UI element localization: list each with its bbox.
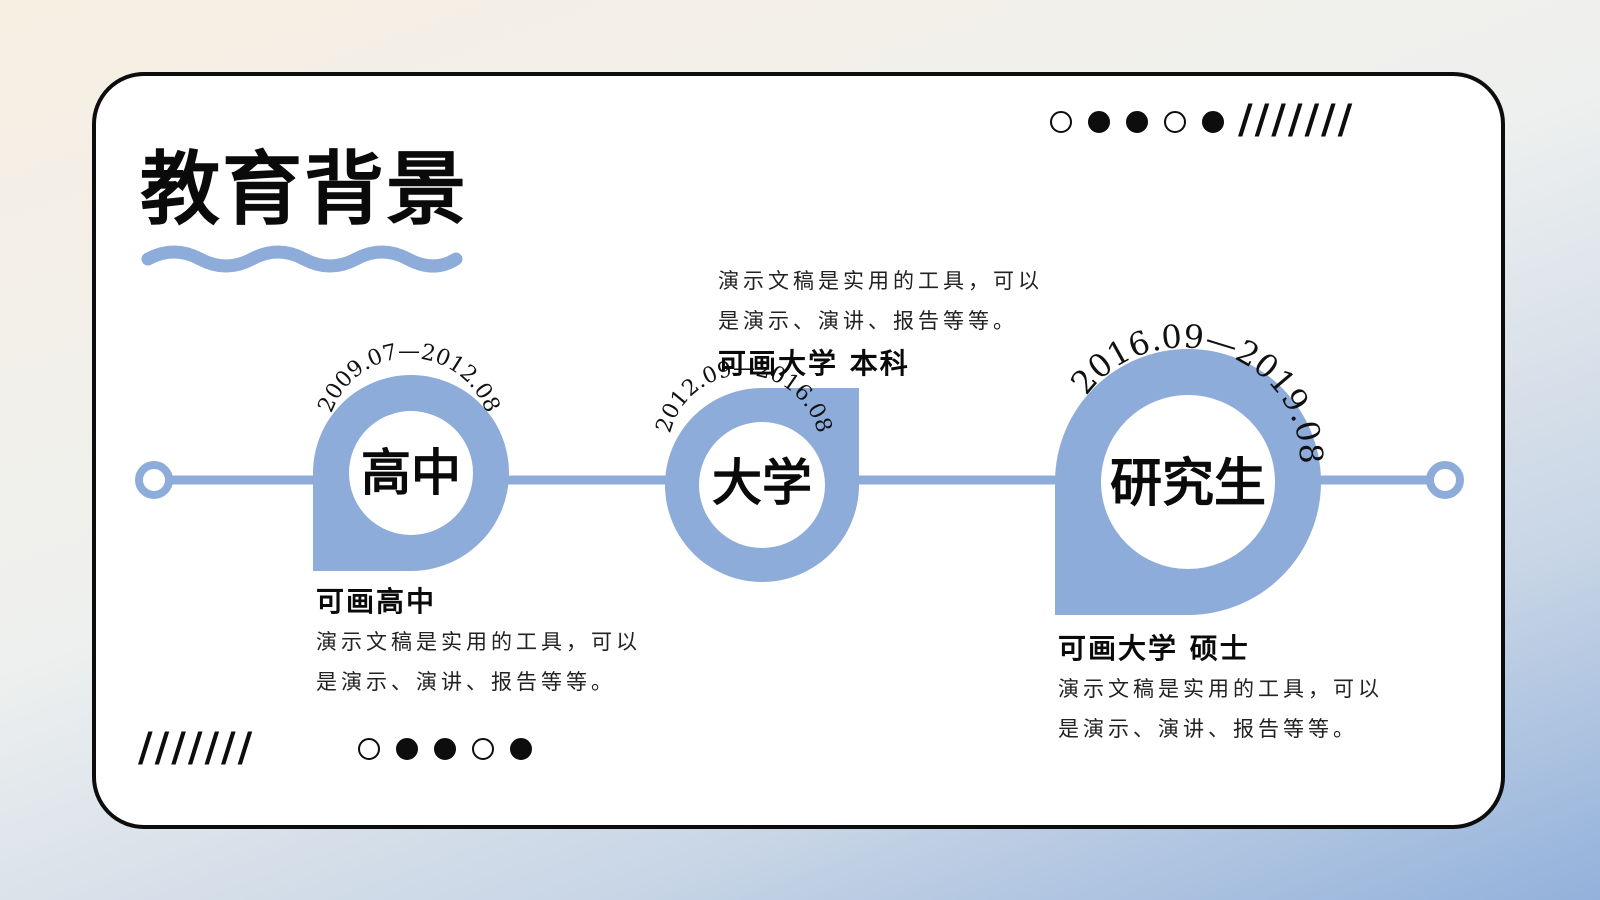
node-description-3-line1: 演示文稿是实用的工具，可以 bbox=[1058, 677, 1383, 701]
node-label-3: 研究生 bbox=[1109, 454, 1266, 514]
node-heading-3: 可画大学 硕士 bbox=[1058, 632, 1250, 665]
node-heading-2: 可画大学 本科 bbox=[718, 347, 910, 380]
node-description-2-line1: 演示文稿是实用的工具，可以 bbox=[718, 269, 1043, 293]
dot-filled bbox=[434, 738, 456, 760]
node-description-2-line2: 是演示、演讲、报告等等。 bbox=[718, 309, 1018, 333]
bottom-dots-decoration bbox=[358, 738, 548, 760]
node-heading-1: 可画高中 bbox=[316, 585, 437, 618]
dot-hollow bbox=[472, 738, 494, 760]
top-dots-decoration bbox=[1050, 111, 1240, 133]
node-description-1-line2: 是演示、演讲、报告等等。 bbox=[316, 670, 616, 694]
top-slashes-decoration: /////// bbox=[1238, 97, 1355, 143]
dot-filled bbox=[1088, 111, 1110, 133]
node-description-3-line2: 是演示、演讲、报告等等。 bbox=[1058, 717, 1358, 741]
dot-hollow bbox=[1164, 111, 1186, 133]
dot-hollow bbox=[1050, 111, 1072, 133]
dot-hollow bbox=[358, 738, 380, 760]
dot-filled bbox=[1126, 111, 1148, 133]
node-description-1-line1: 演示文稿是实用的工具，可以 bbox=[316, 630, 641, 654]
bottom-slashes-decoration: /////// bbox=[138, 725, 255, 771]
dot-filled bbox=[396, 738, 418, 760]
title-wave-underline bbox=[141, 245, 463, 273]
node-label-1: 高中 bbox=[361, 444, 461, 502]
dot-filled bbox=[1202, 111, 1224, 133]
dot-filled bbox=[510, 738, 532, 760]
node-label-2: 大学 bbox=[712, 454, 812, 512]
page-title: 教育背景 bbox=[140, 143, 468, 236]
